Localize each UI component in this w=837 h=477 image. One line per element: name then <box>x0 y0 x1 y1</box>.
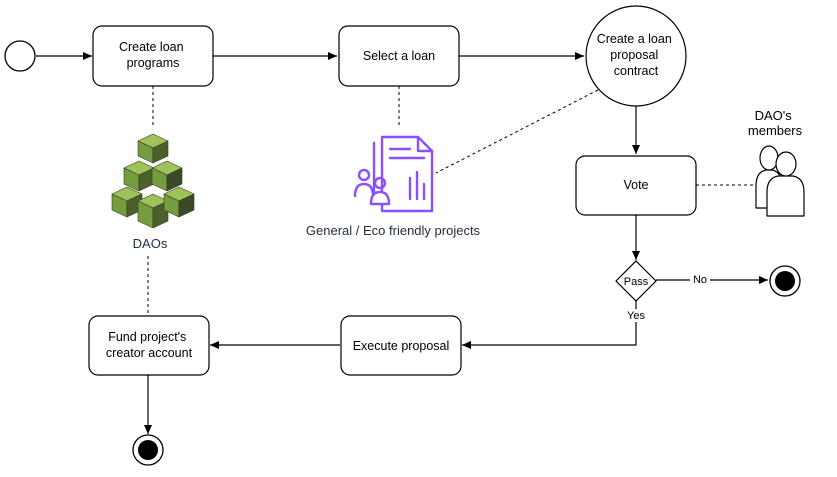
flow-arrows <box>36 52 768 434</box>
edge-label-no: No <box>690 273 710 286</box>
end-node-funded[interactable] <box>132 434 164 466</box>
projects-caption: General / Eco friendly projects <box>306 223 481 238</box>
node-fund-creator-account-line-1: Fund project's <box>108 330 186 344</box>
node-create-proposal-contract-line-2: proposal <box>610 48 658 62</box>
node-create-loan-programs-line-1: Create loan <box>119 40 184 54</box>
members-caption: DAO's members <box>748 108 803 138</box>
node-create-proposal-contract-line-3: contract <box>614 64 659 78</box>
svg-text:Execute proposal: Execute proposal <box>353 339 450 353</box>
node-create-loan-programs[interactable]: Create loan programs <box>92 25 214 87</box>
node-create-proposal-contract[interactable]: Create a loan proposal contract <box>585 5 687 107</box>
svg-text:Vote: Vote <box>623 178 648 192</box>
edge-label-yes: Yes <box>621 309 651 322</box>
members-caption-line-1: DAO's <box>755 108 793 123</box>
end-node-rejected[interactable] <box>769 265 801 297</box>
node-vote[interactable]: Vote <box>575 155 697 216</box>
svg-text:Select a loan: Select a loan <box>363 49 435 63</box>
svg-text:Pass: Pass <box>624 276 649 288</box>
node-fund-creator-account-line-2: creator account <box>106 346 193 360</box>
node-fund-creator-account[interactable]: Fund project's creator account <box>88 315 210 376</box>
node-execute-proposal[interactable]: Execute proposal <box>340 315 462 376</box>
edge-label-no-text: No <box>693 274 707 286</box>
node-execute-proposal-line-1: Execute proposal <box>353 339 450 353</box>
members-caption-line-2: members <box>748 123 803 138</box>
aws-cubes-icon <box>111 133 195 229</box>
start-node[interactable] <box>4 40 36 72</box>
association-lines <box>147 86 754 316</box>
edge-label-yes-text: Yes <box>627 310 645 322</box>
users-icon <box>755 145 805 217</box>
node-create-proposal-contract-line-1: Create a loan <box>597 32 672 46</box>
svg-text:Fund project's creator a: Fund project's creator account <box>106 330 193 360</box>
node-select-loan-line-1: Select a loan <box>363 49 435 63</box>
project-document-icon <box>353 135 434 213</box>
decision-pass[interactable]: Pass <box>615 260 657 302</box>
svg-text:Create a loan proposal: Create a loan proposal contract <box>597 32 676 78</box>
assoc-contract-projects <box>435 89 599 174</box>
node-create-loan-programs-line-2: programs <box>127 56 180 70</box>
daos-caption: DAOs <box>133 236 168 251</box>
node-select-loan[interactable]: Select a loan <box>338 25 460 87</box>
decision-pass-label: Pass <box>624 276 649 288</box>
node-vote-line-1: Vote <box>623 178 648 192</box>
svg-text:Create loan programs: Create loan programs <box>119 40 187 70</box>
arrow-pass-to-execute-yes <box>462 300 637 349</box>
